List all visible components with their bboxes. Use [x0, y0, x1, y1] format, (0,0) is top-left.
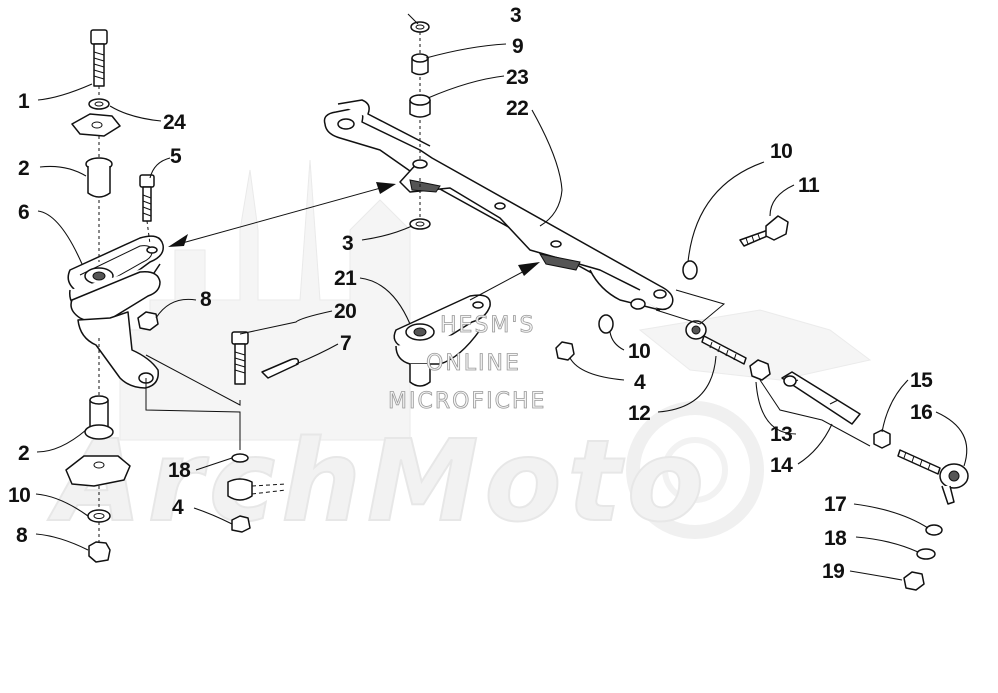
- right-linkage: [555, 215, 969, 591]
- callout-4-middle: 4: [172, 496, 184, 519]
- watermark-line-2: ONLINE: [426, 351, 521, 376]
- callout-3-top: 3: [510, 4, 521, 27]
- left-mount-assembly: [65, 29, 164, 563]
- callout-10-middle: 10: [628, 340, 650, 363]
- center-arm-22: [323, 99, 674, 311]
- assembly-arrows: [168, 182, 540, 301]
- callout-18-middle: 18: [168, 459, 191, 482]
- callout-12: 12: [628, 402, 650, 425]
- callout-22: 22: [506, 97, 528, 120]
- leader-lines: [35, 13, 968, 581]
- middle-fasteners: [145, 331, 300, 533]
- callout-17: 17: [824, 493, 846, 516]
- callout-8-upper: 8: [200, 288, 212, 311]
- callout-15: 15: [910, 369, 933, 392]
- callout-8-lower: 8: [16, 524, 28, 547]
- callout-23: 23: [506, 66, 528, 89]
- callout-9: 9: [512, 35, 523, 58]
- callout-13: 13: [770, 423, 792, 446]
- callout-2-lower: 2: [18, 442, 29, 465]
- callout-5: 5: [170, 145, 182, 168]
- callout-10-top: 10: [770, 140, 792, 163]
- callout-labels: 1 24 2 5 6 8 20 7 2 18 10 4 8 3 9 23 22 …: [8, 4, 934, 583]
- callout-6: 6: [18, 201, 29, 224]
- callout-21: 21: [334, 267, 357, 290]
- callout-18-right: 18: [824, 527, 847, 550]
- callout-2-upper: 2: [18, 157, 29, 180]
- bracket-21: [393, 294, 491, 387]
- callout-14: 14: [770, 454, 793, 477]
- watermark-text: HESM'S ONLINE MICROFICHE: [388, 313, 546, 415]
- callout-24: 24: [163, 111, 186, 134]
- center-stack: [409, 21, 431, 230]
- callout-7: 7: [340, 332, 351, 355]
- watermark-line-3: MICROFICHE: [388, 389, 546, 414]
- callout-4-right: 4: [634, 371, 646, 394]
- callout-20: 20: [334, 300, 356, 323]
- callout-3-lower: 3: [342, 232, 353, 255]
- callout-11: 11: [798, 174, 820, 197]
- bolt-part-1: [90, 29, 108, 87]
- callout-16: 16: [910, 401, 932, 424]
- watermark-brand-text: ArchMoto: [47, 417, 710, 547]
- watermark-line-1: HESM'S: [440, 313, 535, 338]
- callout-10-left: 10: [8, 484, 30, 507]
- callout-19: 19: [822, 560, 844, 583]
- callout-1: 1: [18, 90, 30, 113]
